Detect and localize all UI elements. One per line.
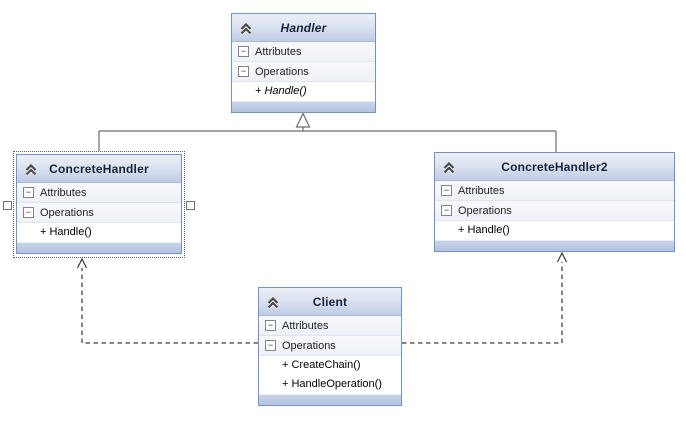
attributes-label: Attributes [255, 45, 302, 58]
operations-section-row[interactable]: − Operations [232, 62, 375, 82]
resize-handle-left[interactable] [3, 200, 12, 210]
class-header[interactable]: ConcreteHandler2 [435, 153, 674, 181]
dependency-connector-left[interactable] [76, 257, 259, 344]
dependency-dashed-line[interactable] [402, 262, 563, 344]
attributes-label: Attributes [458, 184, 505, 197]
method-row[interactable]: + Handle() [232, 82, 375, 101]
resize-handle-right[interactable] [186, 200, 195, 210]
class-title: ConcreteHandler [49, 161, 149, 176]
class-box-concrete-handler[interactable]: ConcreteHandler − Attributes − Operation… [16, 154, 182, 254]
minus-toggle-icon[interactable]: − [441, 205, 452, 216]
attributes-section-row[interactable]: − Attributes [17, 183, 181, 203]
collapse-chevron-icon[interactable] [24, 162, 38, 176]
class-header[interactable]: Handler [232, 14, 375, 42]
generalization-connector[interactable] [98, 112, 557, 153]
operations-section-row[interactable]: − Operations [17, 203, 181, 223]
method-row[interactable]: + CreateChain() [259, 356, 401, 375]
box-footer-strip [435, 240, 674, 251]
open-arrowhead [556, 251, 568, 263]
collapse-chevron-icon[interactable] [442, 160, 456, 174]
hollow-triangle-arrowhead [295, 112, 311, 128]
attributes-section-row[interactable]: − Attributes [435, 181, 674, 201]
collapse-chevron-icon[interactable] [239, 21, 253, 35]
class-header[interactable]: ConcreteHandler [17, 155, 181, 183]
dependency-connector-right[interactable] [402, 251, 568, 344]
dependency-dashed-line[interactable] [81, 268, 258, 344]
box-footer-strip [232, 101, 375, 112]
generalization-line[interactable] [98, 127, 557, 152]
method-row[interactable]: + Handle() [435, 221, 674, 240]
operations-section-row[interactable]: − Operations [435, 201, 674, 221]
class-box-client[interactable]: Client − Attributes − Operations + Creat… [258, 287, 402, 406]
minus-toggle-icon[interactable]: − [238, 66, 249, 77]
collapse-chevron-icon[interactable] [266, 295, 280, 309]
open-arrowhead [76, 257, 88, 269]
attributes-label: Attributes [282, 319, 329, 332]
method-row[interactable]: + Handle() [17, 223, 181, 242]
box-footer-strip [259, 394, 401, 405]
operations-section-row[interactable]: − Operations [259, 336, 401, 356]
minus-toggle-icon[interactable]: − [238, 46, 249, 57]
class-box-handler[interactable]: Handler − Attributes − Operations + Hand… [231, 13, 376, 113]
class-header[interactable]: Client [259, 288, 401, 316]
class-title: ConcreteHandler2 [501, 159, 608, 174]
operations-label: Operations [40, 206, 94, 219]
selection-frame[interactable]: ConcreteHandler − Attributes − Operation… [3, 151, 195, 258]
class-box-concrete-handler2[interactable]: ConcreteHandler2 − Attributes − Operatio… [434, 152, 675, 252]
operations-label: Operations [458, 204, 512, 217]
class-title: Handler [280, 20, 327, 35]
operations-label: Operations [255, 65, 309, 78]
operations-label: Operations [282, 339, 336, 352]
minus-toggle-icon[interactable]: − [23, 207, 34, 218]
class-title: Client [312, 294, 348, 309]
method-row[interactable]: + HandleOperation() [259, 375, 401, 394]
attributes-section-row[interactable]: − Attributes [259, 316, 401, 336]
box-footer-strip [17, 242, 181, 253]
minus-toggle-icon[interactable]: − [441, 185, 452, 196]
attributes-section-row[interactable]: − Attributes [232, 42, 375, 62]
minus-toggle-icon[interactable]: − [265, 340, 276, 351]
minus-toggle-icon[interactable]: − [265, 320, 276, 331]
attributes-label: Attributes [40, 186, 87, 199]
minus-toggle-icon[interactable]: − [23, 187, 34, 198]
